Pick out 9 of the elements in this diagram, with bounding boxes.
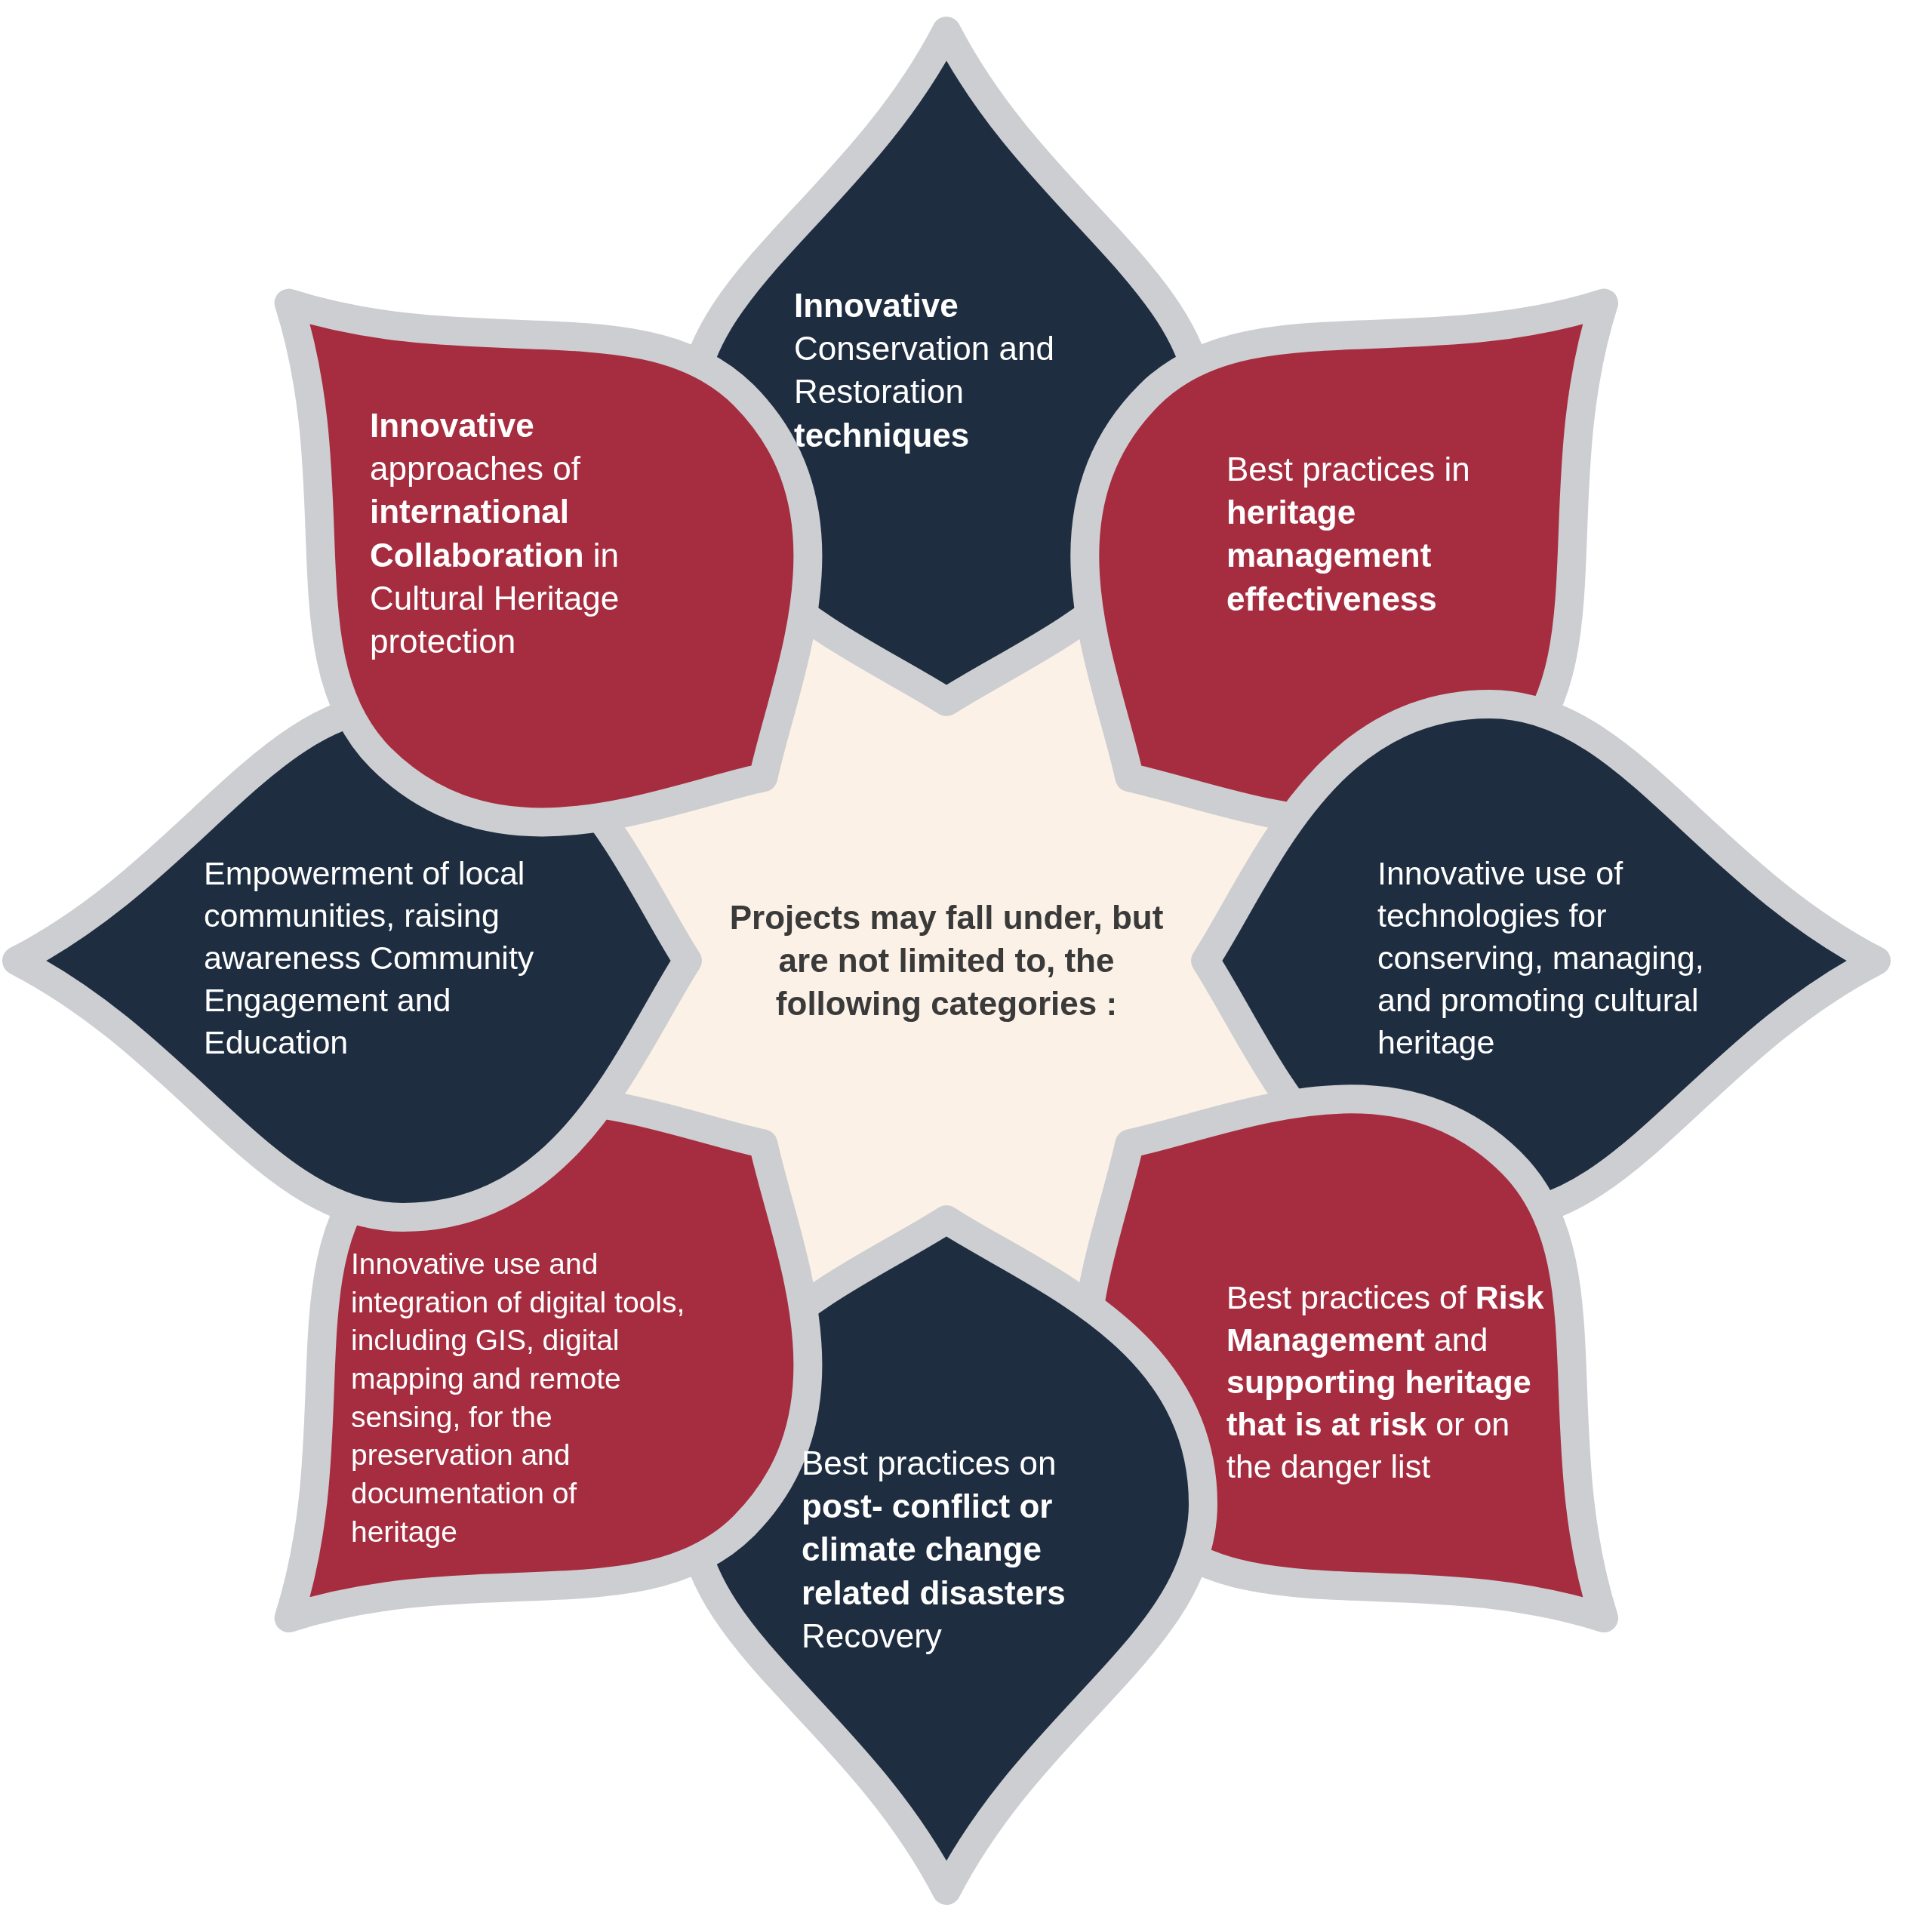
center-heading: Projects may fall under, but are not limited to, the following categories : [728,898,1165,1024]
category-text: Innovative use and integration of digital tools, including GIS, digital mapping and remote sensing, for the preservation and documentation of heritage [351,1247,686,1550]
category-text: Innovative approaches of international Collaboration in Cultural Heritage protection [370,406,620,662]
category-text: Best practices in heritage management effectiveness [1226,449,1471,619]
category-text: Innovative Conservation and Restoration techniques [794,285,1055,455]
category-text: Best practices on post- conflict or climate change related disasters Recovery [802,1444,1066,1656]
category-text: Innovative use of technologies for conserving, managing, and promoting cultural heritage [1377,854,1705,1062]
category-text: Empowerment of local communities, raising awareness Community Engagement and Education [204,854,535,1062]
category-text: Best practices of Risk Management and supporting heritage that is at risk or on the danger list [1226,1278,1545,1486]
